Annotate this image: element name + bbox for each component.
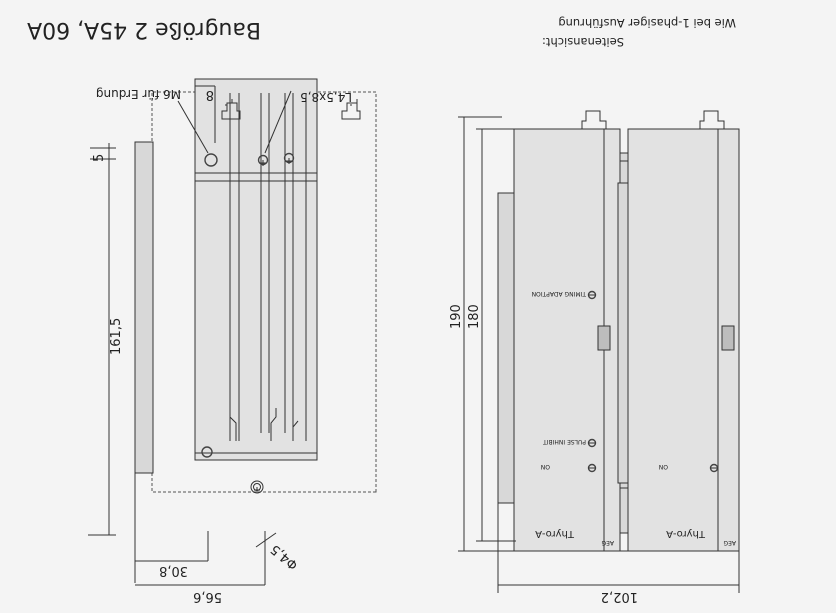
back-plate [194, 78, 318, 461]
aeg-label-1: AEG [601, 539, 614, 546]
on-label-1: ON [541, 463, 550, 470]
thyro-label-2: Thyro-A [666, 528, 706, 539]
side-view: TIMING ADAPTION PULSE INHIBIT ON ON Thyr… [449, 110, 740, 604]
heatsink-strip [134, 141, 154, 474]
pulse-label: PULSE INHIBIT [543, 438, 586, 445]
dim-30-label: 30,8 [159, 563, 188, 578]
clip-2 [721, 325, 735, 351]
thyro-label-1: Thyro-A [535, 528, 575, 539]
clip-1 [597, 325, 611, 351]
dim-180-label: 180 [467, 304, 482, 329]
dim-161-label: 161,5 [109, 318, 124, 355]
side-note-1: Wie bei 1-phasiger Ausführung [558, 16, 736, 30]
module-2 [627, 128, 740, 552]
slot-label: L4,5x8,5 [300, 90, 352, 104]
timing-label: TIMING ADAPTION [532, 290, 587, 297]
title: Baugröße 2 45A, 60A [27, 17, 261, 42]
dim-102-label: 102,2 [601, 589, 638, 604]
dim-5-label: 5 [92, 154, 107, 162]
on-label-2: ON [659, 463, 668, 470]
aeg-label-2: AEG [723, 539, 736, 546]
earth-label: M6 für Erdung [96, 87, 181, 101]
dim-8-label: 8 [206, 87, 214, 102]
dim-56-label: 56,6 [193, 589, 222, 604]
dim-190-label: 190 [449, 304, 464, 329]
side-note-2: Seitenansicht: [542, 35, 624, 49]
front-view: 161,5 5 30,8 56,6 Φ4,5 8 M6 für Erdung L… [88, 78, 377, 604]
